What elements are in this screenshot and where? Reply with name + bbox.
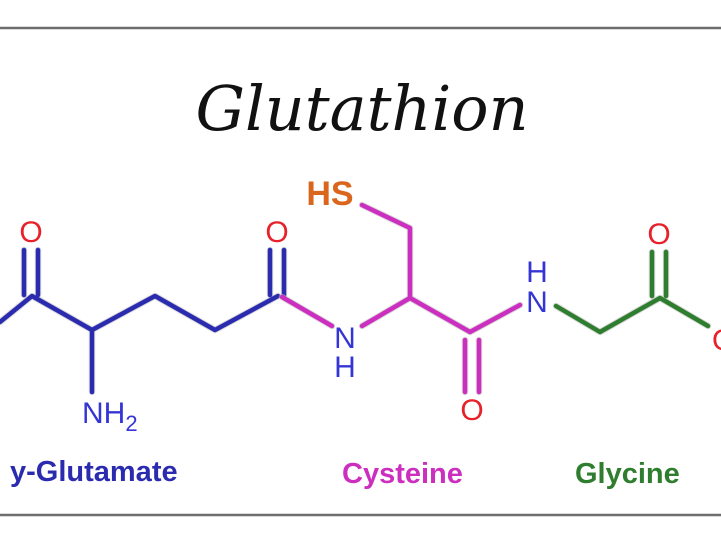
amine-subscript: 2 [125, 411, 137, 436]
glycine-carbonyl [649, 249, 669, 299]
label-glutamate: y-Glutamate [10, 456, 178, 488]
oxygen-glycine-top: O [647, 218, 670, 251]
glycine-backbone [553, 295, 711, 335]
amine-group: NH2 [82, 397, 138, 436]
molecule-title: Glutathion [195, 72, 528, 145]
cysteine-backbone [359, 295, 523, 335]
nitrogen-cysteine: N [334, 322, 356, 355]
glutamate-left-carbonyl [21, 247, 41, 298]
glutamate-chain [0, 293, 281, 333]
oxygen-cysteine: O [460, 394, 483, 427]
amine-nh: NH [82, 397, 125, 430]
glutamate-amide-carbonyl [267, 247, 287, 298]
label-glycine: Glycine [575, 458, 680, 490]
cysteine-carbonyl [462, 337, 482, 395]
oxygen-glycine-right: O [712, 324, 721, 357]
glutamate-bonds [0, 246, 288, 396]
hydrogen-cysteine: H [334, 351, 356, 384]
cysteine-bonds [278, 201, 524, 396]
cysteine-side-chain [359, 202, 413, 301]
hydrogen-glycine: H [526, 256, 548, 289]
nitrogen-glycine: N [526, 286, 548, 319]
cysteine-peptide-bond [279, 294, 335, 329]
oxygen-glutamate-amide: O [265, 216, 288, 249]
thiol-group: HS [306, 175, 353, 213]
glycine-bonds [552, 248, 712, 336]
label-cysteine: Cysteine [342, 458, 463, 490]
oxygen-glutamate-left: O [19, 216, 42, 249]
